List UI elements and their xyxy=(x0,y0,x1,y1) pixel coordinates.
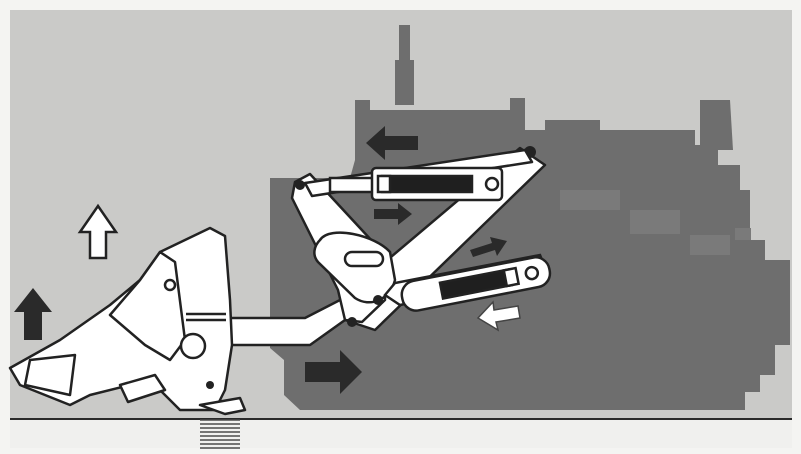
spring-coil xyxy=(200,419,240,449)
bucket xyxy=(8,226,247,416)
lift-arrow-icon xyxy=(77,203,119,260)
ground xyxy=(10,418,792,448)
lower-cylinder xyxy=(383,253,552,312)
cylinder-retract-arrow-icon xyxy=(366,126,418,160)
lower-cylinder-retract-arrow-icon xyxy=(476,300,521,332)
upper-cylinder xyxy=(328,166,504,202)
machine-shadow-steps xyxy=(560,190,751,255)
bellcrank xyxy=(313,231,397,305)
tilt-arrow-icon xyxy=(14,288,52,340)
lower-cylinder-extend-arrow-icon xyxy=(470,237,507,257)
rod-motion-arrow-icon xyxy=(374,203,412,225)
forward-drive-arrow-icon xyxy=(305,350,362,394)
